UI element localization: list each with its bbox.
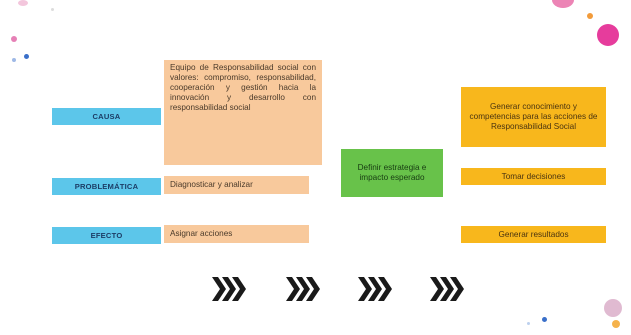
- chevron-icon: [368, 277, 382, 301]
- label-problematica: PROBLEMÁTICA: [52, 178, 161, 195]
- decor-dot-bottom-pink: [604, 299, 622, 317]
- chevron-icon: [212, 277, 226, 301]
- triple-chevron-icon: [286, 277, 320, 301]
- decor-dot-left-blue: [24, 54, 29, 59]
- decor-dot-orange: [587, 13, 593, 19]
- chevron-icon: [296, 277, 310, 301]
- triple-chevron-icon: [212, 277, 246, 301]
- decor-dot-left-pink: [11, 36, 17, 42]
- chevron-icon: [286, 277, 300, 301]
- decor-dot-pink-large: [597, 24, 619, 46]
- decor-dot-bottom-faint: [527, 322, 530, 325]
- chevron-icon: [358, 277, 372, 301]
- decor-dot-top-mid: [51, 8, 54, 11]
- efecto-description-box: Asignar acciones: [164, 225, 309, 243]
- right-problematica-box: Tomar decisiones: [461, 168, 606, 185]
- chevron-icon: [232, 277, 246, 301]
- right-causa-box: Generar conocimiento y competencias para…: [461, 87, 606, 147]
- chevron-icon: [306, 277, 320, 301]
- triple-chevron-icon: [358, 277, 392, 301]
- problematica-description-box: Diagnosticar y analizar: [164, 176, 309, 194]
- decor-dot-left-top: [18, 0, 28, 6]
- chevron-icon: [440, 277, 454, 301]
- decor-dot-pink-top: [552, 0, 574, 8]
- strategy-box: Definir estrategia e impacto esperado: [341, 149, 443, 197]
- decor-dot-left-faint: [12, 58, 16, 62]
- label-causa: CAUSA: [52, 108, 161, 125]
- chevron-icon: [378, 277, 392, 301]
- decor-dot-bottom-orange: [612, 320, 620, 328]
- label-efecto: EFECTO: [52, 227, 161, 244]
- decor-dot-bottom-blue: [542, 317, 547, 322]
- chevron-icon: [450, 277, 464, 301]
- triple-chevron-icon: [430, 277, 464, 301]
- causa-description-box: Equipo de Responsabilidad social con val…: [164, 60, 322, 165]
- chevron-icon: [430, 277, 444, 301]
- chevron-icon: [222, 277, 236, 301]
- right-efecto-box: Generar resultados: [461, 226, 606, 243]
